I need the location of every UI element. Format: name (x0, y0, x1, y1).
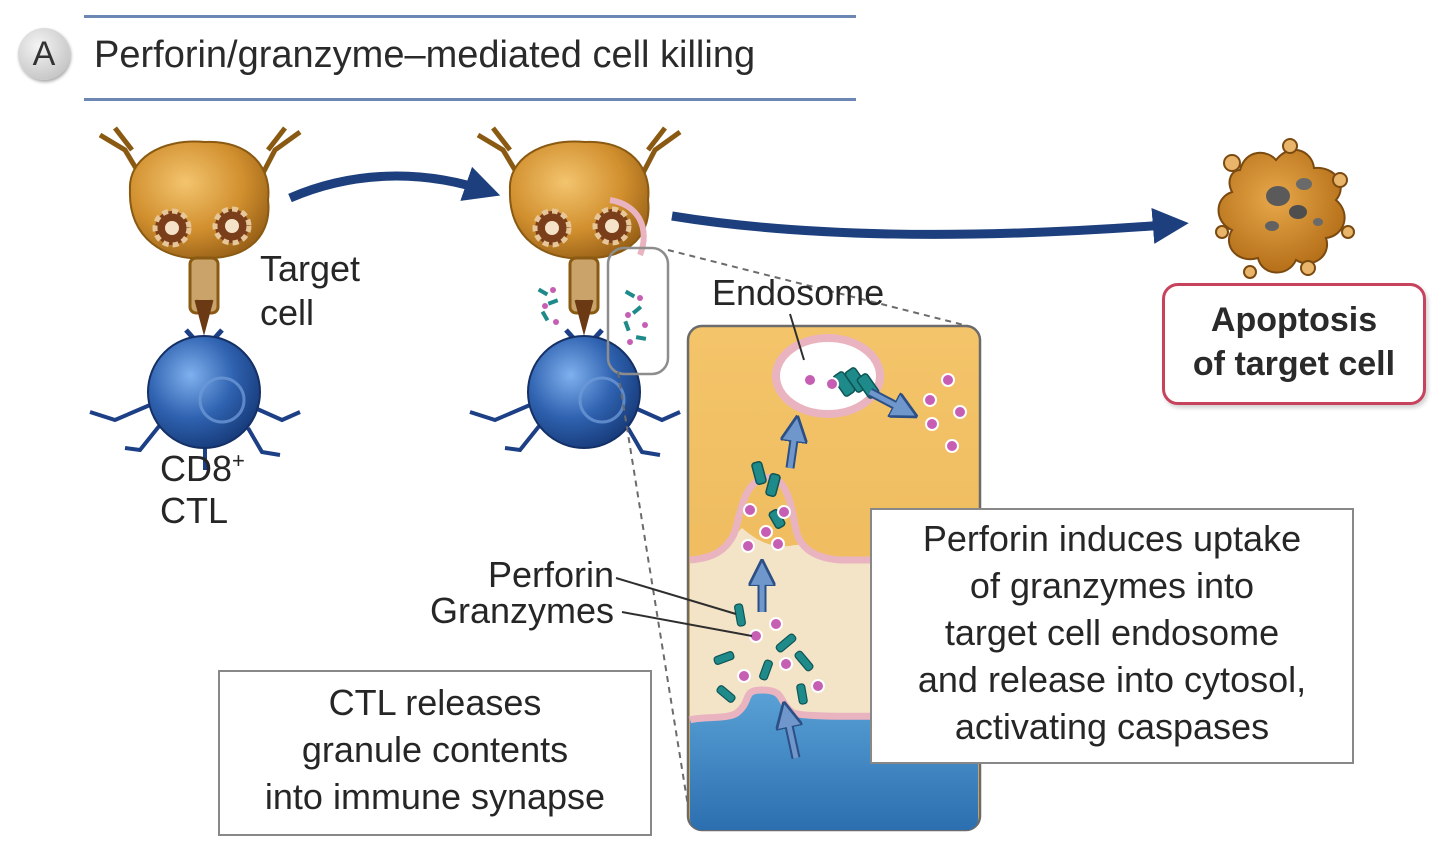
perforin-caption-line-5: activating caspases (954, 706, 1270, 747)
ctl-release-caption: CTL releases granule contents into immun… (218, 670, 652, 836)
apoptosis-label-2: of target cell (1192, 345, 1396, 383)
zoom-region (606, 246, 670, 376)
ctl-release-line-3: into immune synapse (264, 776, 606, 817)
panel-letter-badge: A (18, 28, 70, 80)
cleft-perforin (713, 603, 814, 705)
ctl-label-2: CTL (160, 490, 229, 531)
perforin-caption-line-3: target cell endosome (944, 612, 1280, 653)
endosome-leader (789, 313, 805, 361)
perforin-caption-line-4: and release into cytosol, (917, 659, 1307, 700)
perforin-leader (615, 577, 737, 615)
ctl-release-line-1: CTL releases (328, 682, 542, 723)
target-cell-label-1: Target (260, 248, 361, 289)
ctl-dendrites (89, 403, 301, 470)
ctl-label-1: CD8+ (160, 448, 245, 489)
perforin-caption-line-1: Perforin induces uptake (922, 518, 1302, 559)
initial-contact-group (89, 126, 302, 470)
ctl-label-superscript: + (232, 448, 245, 473)
cleft-granzymes (737, 617, 825, 693)
apoptotic-cell (1215, 138, 1355, 279)
target-surface-receptor-right (259, 126, 302, 177)
mhc-complex-1 (152, 208, 192, 248)
perforin-label: Perforin (487, 554, 614, 595)
released-granules-left (537, 287, 559, 325)
panel-title-bar: Perforin/granzyme–mediated cell killing (84, 15, 856, 101)
apoptosis-box: Apoptosis of target cell (1162, 283, 1426, 405)
ctl-release-line-2: granule contents (301, 729, 569, 770)
granule-release-group (469, 126, 969, 807)
target-cell-engaged (508, 140, 650, 260)
panel-title: Perforin/granzyme–mediated cell killing (94, 34, 756, 76)
cytosol-granzymes (923, 373, 967, 453)
mhc-complex-2 (212, 206, 252, 246)
perforin-caption: Perforin induces uptake of granzymes int… (870, 508, 1354, 764)
apoptosis-label-1: Apoptosis (1210, 301, 1378, 339)
transition-arrow-2 (671, 208, 1189, 244)
granzymes-label: Granzymes (429, 590, 614, 631)
endosome-label: Endosome (712, 272, 885, 313)
granzymes-leader (621, 611, 753, 637)
target-cell-label-2: cell (260, 292, 315, 333)
target-cell (128, 140, 270, 260)
released-granules-right (623, 289, 648, 345)
transition-arrow-1 (288, 166, 501, 203)
perforin-caption-line-2: of granzymes into (969, 565, 1255, 606)
